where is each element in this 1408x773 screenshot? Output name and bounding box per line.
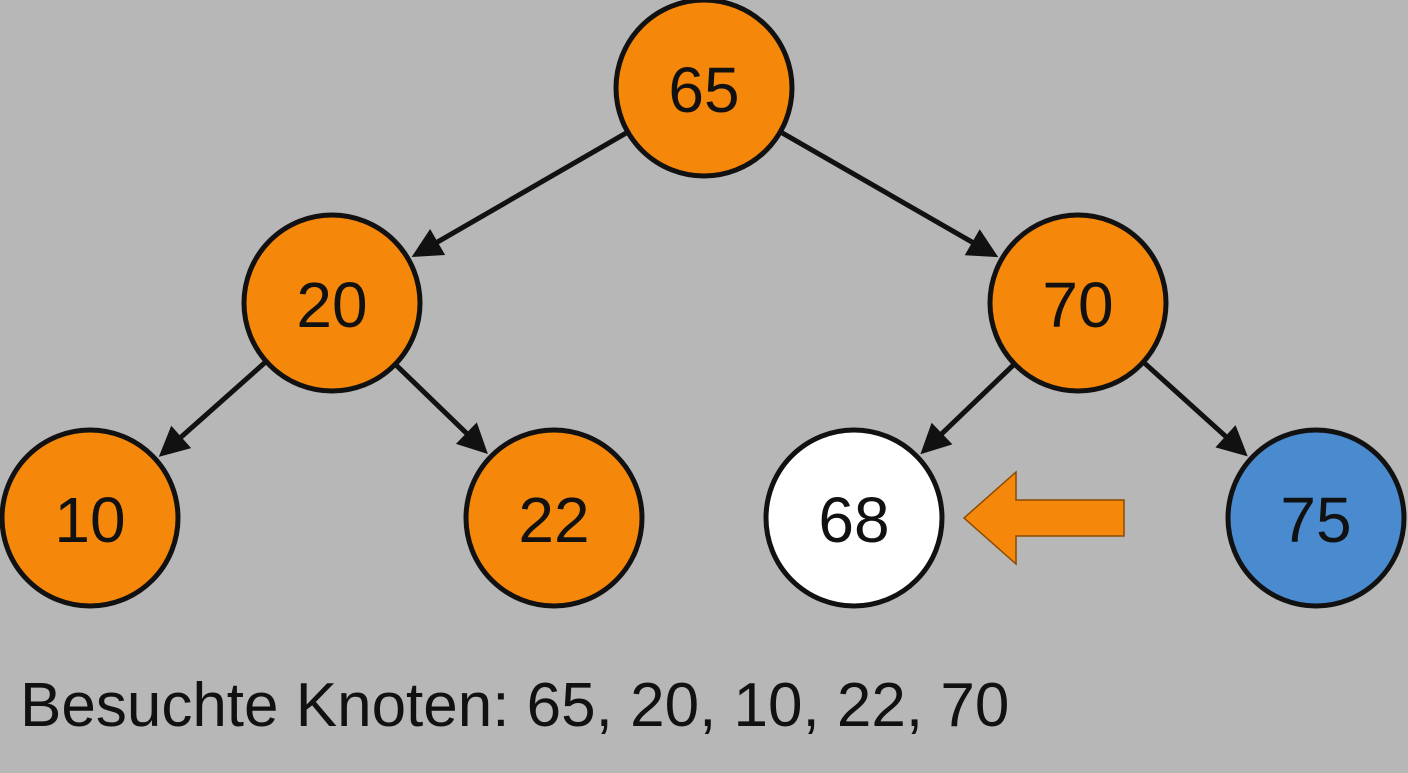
node-circle-70 bbox=[987, 212, 1169, 394]
tree-node-20: 20 bbox=[241, 212, 423, 394]
node-label-75: 75 bbox=[1280, 484, 1351, 556]
node-circle-10 bbox=[0, 427, 181, 609]
edge-20-10 bbox=[172, 360, 267, 446]
arrowhead-65-20 bbox=[411, 228, 446, 257]
edge-65-70 bbox=[780, 130, 983, 250]
arrowhead-20-10 bbox=[158, 425, 192, 457]
node-circle-22 bbox=[463, 427, 645, 609]
node-circle-75 bbox=[1225, 427, 1407, 609]
tree-node-70: 70 bbox=[987, 212, 1169, 394]
edge-70-68 bbox=[933, 363, 1015, 443]
tree-node-68: 68 bbox=[763, 427, 945, 609]
edge-20-22 bbox=[394, 363, 476, 442]
node-circle-65 bbox=[613, 0, 795, 179]
node-label-22: 22 bbox=[518, 484, 589, 556]
node-circle-20 bbox=[241, 212, 423, 394]
arrowhead-70-75 bbox=[1215, 425, 1248, 457]
visited-nodes-caption: Besuchte Knoten: 65, 20, 10, 22, 70 bbox=[20, 671, 1009, 740]
node-label-20: 20 bbox=[296, 269, 367, 341]
tree-node-22: 22 bbox=[463, 427, 645, 609]
nodes-layer: 65 20 70 10 22 68 75 bbox=[0, 0, 1407, 609]
tree-node-65: 65 bbox=[613, 0, 795, 179]
tree-node-10: 10 bbox=[0, 427, 181, 609]
node-label-70: 70 bbox=[1042, 269, 1113, 341]
edge-70-75 bbox=[1143, 361, 1235, 445]
node-circle-68 bbox=[763, 427, 945, 609]
arrowhead-65-70 bbox=[964, 229, 999, 258]
node-label-65: 65 bbox=[668, 54, 739, 126]
tree-node-75: 75 bbox=[1225, 427, 1407, 609]
pointer-layer bbox=[962, 470, 1125, 566]
current-node-pointer-arrow bbox=[962, 470, 1125, 566]
arrowhead-70-68 bbox=[920, 422, 953, 455]
edges-layer bbox=[158, 130, 1248, 457]
node-label-10: 10 bbox=[54, 484, 125, 556]
arrowhead-20-22 bbox=[455, 422, 488, 454]
edge-65-20 bbox=[427, 130, 628, 250]
node-label-68: 68 bbox=[818, 484, 889, 556]
